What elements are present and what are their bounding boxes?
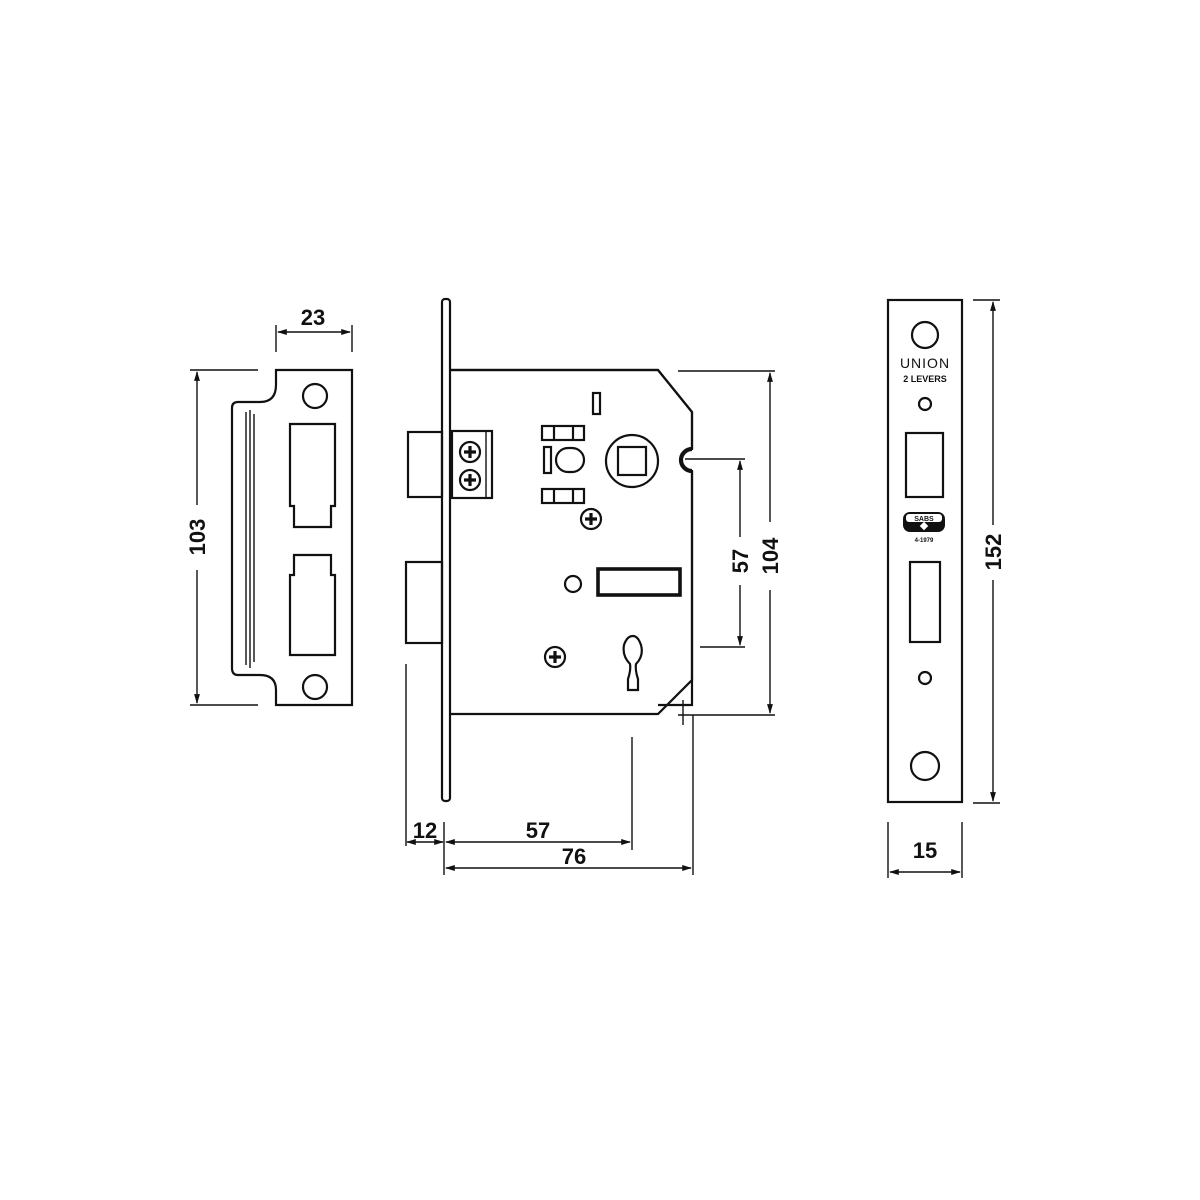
screw-hole-icon bbox=[301, 382, 329, 410]
forend-offset-label: 12 bbox=[413, 818, 437, 843]
latch-aperture bbox=[904, 431, 945, 499]
latch-aperture bbox=[288, 422, 337, 529]
screw-icon bbox=[458, 468, 482, 492]
brand-name: UNION bbox=[900, 355, 950, 371]
keyhole-icon bbox=[622, 634, 643, 692]
strike-plate: 23 103 bbox=[185, 305, 354, 707]
sabs-badge-icon: SABS 4-1979 bbox=[903, 512, 945, 544]
latch-bracket bbox=[450, 429, 494, 500]
screw-icon bbox=[579, 507, 603, 531]
screw-hole-icon bbox=[910, 320, 940, 350]
spindle-square bbox=[616, 445, 648, 477]
strike-width-label: 23 bbox=[301, 305, 325, 330]
spindle-hub-icon bbox=[604, 433, 660, 489]
screw-hole-icon bbox=[909, 750, 941, 782]
latch-bolt bbox=[406, 430, 444, 499]
brand-subtitle: 2 LEVERS bbox=[903, 374, 947, 384]
svg-text:SABS: SABS bbox=[914, 516, 934, 523]
backset-label: 57 bbox=[526, 818, 550, 843]
svg-text:4-1979: 4-1979 bbox=[915, 538, 934, 544]
forend-edge bbox=[440, 297, 452, 803]
lock-body: 57 104 12 57 76 bbox=[404, 297, 783, 875]
screw-hole-icon bbox=[301, 673, 329, 701]
dead-bolt bbox=[404, 560, 444, 645]
bolt-aperture bbox=[288, 553, 337, 657]
forend-height-label: 152 bbox=[981, 534, 1006, 571]
forend-width-label: 15 bbox=[913, 838, 937, 863]
centres-label: 57 bbox=[728, 549, 753, 573]
forend-plate: UNION 2 LEVERS SABS 4-1979 152 15 bbox=[886, 298, 1006, 878]
bolt-aperture bbox=[908, 560, 942, 644]
lever-window bbox=[596, 567, 682, 597]
screw-icon bbox=[543, 645, 567, 669]
slot bbox=[591, 391, 602, 416]
body-height-label: 104 bbox=[758, 537, 783, 574]
screw-icon bbox=[458, 440, 482, 464]
body-depth-label: 76 bbox=[562, 844, 586, 869]
strike-height-label: 103 bbox=[185, 519, 210, 556]
